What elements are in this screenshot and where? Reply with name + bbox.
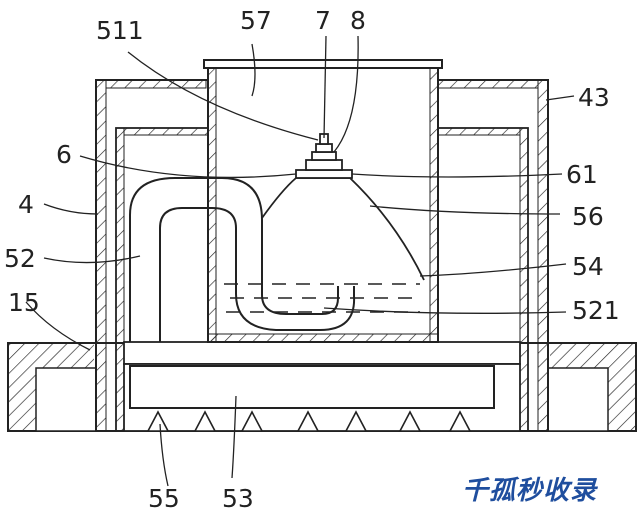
base-plate xyxy=(7,342,637,432)
nozzles xyxy=(146,410,472,432)
label-43: 43 xyxy=(578,83,610,112)
pipe-52 xyxy=(129,177,356,342)
label-52: 52 xyxy=(4,244,36,273)
label-57: 57 xyxy=(240,6,272,35)
label-55: 55 xyxy=(148,484,180,513)
watermark-logo: 千孤秒收录 xyxy=(462,476,598,506)
label-54: 54 xyxy=(572,252,604,281)
label-8: 8 xyxy=(350,6,366,35)
label-511: 511 xyxy=(96,16,144,45)
label-53: 53 xyxy=(222,484,254,513)
container-57 xyxy=(203,59,443,343)
label-61: 61 xyxy=(566,160,598,189)
label-6: 6 xyxy=(56,140,72,169)
label-15: 15 xyxy=(8,288,40,317)
leader-lines xyxy=(25,35,575,487)
label-521: 521 xyxy=(572,296,620,325)
label-4: 4 xyxy=(18,190,34,219)
chamber-53 xyxy=(129,365,495,409)
label-56: 56 xyxy=(572,202,604,231)
cone-56 xyxy=(261,133,425,281)
label-7: 7 xyxy=(315,6,331,35)
